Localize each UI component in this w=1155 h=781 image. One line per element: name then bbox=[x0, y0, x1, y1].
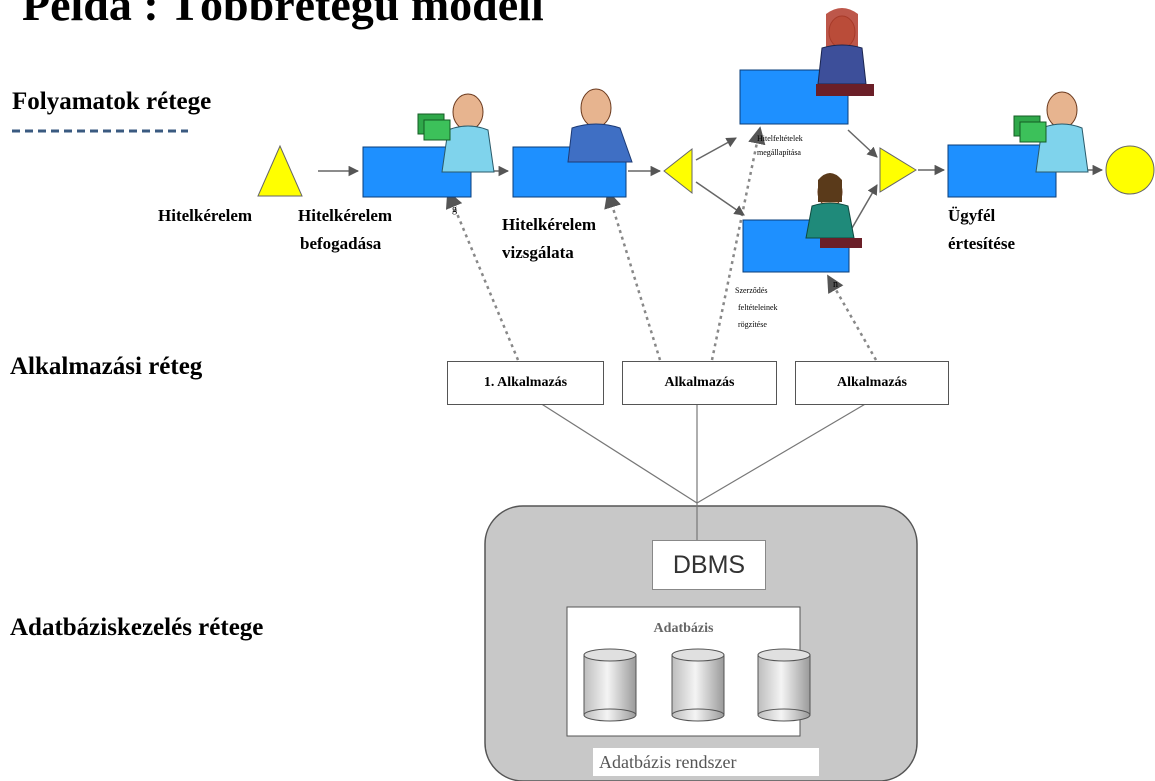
step-conditions-label-line2: megállapítása bbox=[757, 148, 801, 157]
person-thinking-icon bbox=[567, 88, 633, 163]
start-event-label: Hitelkérelem bbox=[158, 206, 253, 225]
connector-line bbox=[539, 402, 698, 504]
end-event-circle bbox=[1105, 145, 1155, 195]
step-review-label-line2: vizsgálata bbox=[502, 243, 574, 262]
start-event-triangle bbox=[257, 144, 303, 197]
page-title: Példa : Többrétegű modell bbox=[22, 0, 544, 30]
connector-line bbox=[696, 402, 868, 504]
woman-writing-icon bbox=[816, 8, 874, 96]
database-layer-label: Adatbáziskezelés rétege bbox=[10, 614, 264, 641]
flow-arrow bbox=[695, 181, 745, 216]
application-layer-label: Alkalmazási réteg bbox=[10, 353, 203, 380]
dotted-arrow bbox=[826, 274, 878, 361]
database-label: Adatbázis bbox=[653, 621, 714, 636]
database-cylinder bbox=[583, 648, 637, 722]
database-cylinder bbox=[671, 648, 725, 722]
application-box-1: 1. Alkalmazás bbox=[447, 361, 604, 405]
person-money-icon bbox=[417, 93, 495, 173]
dotted-arrow bbox=[445, 190, 520, 361]
application-box-3: Alkalmazás bbox=[795, 361, 949, 405]
join-gateway bbox=[879, 147, 917, 193]
step-contract-label-line3: rögzítése bbox=[738, 320, 767, 329]
step-intake-marker: g bbox=[452, 204, 457, 215]
flow-arrow bbox=[847, 184, 878, 236]
step-notify-label-line2: értesítése bbox=[948, 234, 1016, 253]
step-contract-label-line1: Szerződés bbox=[735, 286, 768, 295]
database-system-label: Adatbázis rendszer bbox=[593, 748, 819, 776]
dotted-arrow bbox=[710, 126, 766, 361]
step-contract-marker: n bbox=[833, 279, 838, 290]
step-contract-label-line2: feltételeinek bbox=[738, 303, 778, 312]
flow-arrow bbox=[695, 137, 737, 161]
step-intake-label-line1: Hitelkérelem bbox=[298, 206, 393, 225]
split-gateway bbox=[663, 147, 693, 195]
step-notify-label-line1: Ügyfél bbox=[948, 206, 996, 225]
flow-arrow bbox=[847, 129, 878, 158]
step-review-label-line1: Hitelkérelem bbox=[502, 215, 597, 234]
process-layer-label: Folyamatok rétege bbox=[12, 88, 212, 115]
step-intake-label-line2: befogadása bbox=[300, 234, 382, 253]
application-box-2: Alkalmazás bbox=[622, 361, 777, 405]
database-cylinder bbox=[757, 648, 811, 722]
step-conditions-label-line1: Hitelfeltételek bbox=[757, 134, 803, 143]
woman-signing-icon bbox=[805, 173, 862, 248]
dotted-arrow bbox=[604, 190, 662, 361]
person-money-icon bbox=[1013, 91, 1089, 173]
dbms-box: DBMS bbox=[652, 540, 766, 590]
